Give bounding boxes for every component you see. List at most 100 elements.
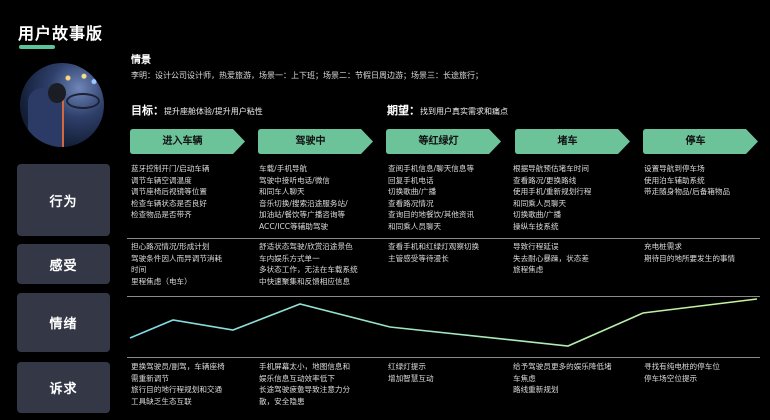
list-item: 调节车辆空调温度: [131, 175, 192, 185]
row-divider: [127, 238, 760, 239]
goal: 目标：提升座舱体验/提升用户粘性: [131, 99, 263, 118]
list-item: 和同乘人员聊天: [513, 198, 567, 208]
list-item: 查看路况/更换路线: [513, 175, 577, 185]
behavior-cell-traffic-jam: 根据导航预估堵车时间 查看路况/更换路线 使用手机/重新规划行程 和同乘人员聊天…: [513, 163, 592, 233]
chevron-shape: [130, 129, 245, 154]
list-item: 时间: [131, 265, 147, 275]
list-item: 检查物品是否带齐: [131, 210, 192, 220]
behavior-cell-parking: 设置导航到停车场 使用泊车辅助系统 带走随身物品/后备箱物品: [644, 163, 730, 198]
feeling-cell-parking: 充电桩需求 期待目的地所要发生的事情: [644, 241, 735, 264]
list-item: 失去耐心暴躁，状态差: [513, 253, 589, 263]
stage-driving: 驾驶中: [258, 129, 373, 154]
appeal-cell-traffic-light: 红绿灯提示 增加智慧互动: [388, 361, 434, 384]
list-item: 根据导航预估堵车时间: [513, 164, 589, 173]
avatar: [20, 63, 104, 147]
list-item: 手机屏幕太小，地图信息和: [259, 362, 351, 371]
stage-enter-vehicle: 进入车辆: [130, 129, 245, 154]
list-item: 工具缺乏生态互联: [131, 396, 192, 406]
stage-label: 停车: [685, 136, 706, 147]
appeal-cell-parking: 寻找有纯电桩的停车位 停车场空位提示: [644, 361, 720, 384]
list-item: 中快速聚集和反馈相应信息: [259, 276, 351, 286]
row-divider: [127, 296, 760, 297]
stage-label: 驾驶中: [295, 136, 326, 147]
list-item: 车焦虑: [513, 373, 536, 383]
appeal-cell-driving: 手机屏幕太小，地图信息和 娱乐信息互动效率低下 长途驾驶疲惫导致注意力分 散，安…: [259, 361, 350, 407]
row-label-feeling: 感受: [17, 244, 110, 284]
list-item: ACC/ICC等辅助驾驶: [259, 221, 329, 231]
list-item: 驾驶条件因人而异调节消耗: [131, 253, 223, 263]
list-item: 检查车辆状态是否良好: [131, 198, 207, 208]
list-item: 给予驾驶员更多的娱乐降低堵: [513, 362, 612, 371]
list-item: 娱乐信息互动效率低下: [259, 373, 335, 383]
list-item: 主管感受等待漫长: [388, 253, 449, 263]
goal-label: 目标：: [131, 104, 164, 117]
list-item: 路线重新规划: [513, 385, 559, 395]
feeling-cell-driving: 舒适状态驾驶/欣赏沿途景色 车内娱乐方式单一 多状态工作，无法在车载系统 中快速…: [259, 241, 358, 287]
city-lights-decoration: [60, 69, 100, 87]
list-item: 里程焦虑（电车）: [131, 276, 192, 286]
list-item: 车内娱乐方式单一: [259, 253, 320, 263]
list-item: 停车场空位提示: [644, 373, 698, 383]
stage-traffic-light: 等红绿灯: [386, 129, 501, 154]
feeling-cell-enter: 担心路况情况/形成计划 驾驶条件因人而异调节消耗 时间 里程焦虑（电车）: [131, 241, 222, 287]
row-label-emotion: 情绪: [17, 293, 110, 352]
chevron-shape: [643, 129, 758, 154]
list-item: 担心路况情况/形成计划: [131, 242, 210, 251]
list-item: 查阅手机信息/聊天信息等: [388, 164, 475, 173]
list-item: 回复手机电话: [388, 175, 434, 185]
list-item: 长途驾驶疲惫导致注意力分: [259, 385, 351, 395]
expectation-label: 期望：: [387, 104, 420, 117]
driver-decoration: [48, 83, 66, 103]
list-item: 更换驾驶员/副驾，车辆座椅: [131, 362, 225, 371]
list-item: 查看路况情况: [388, 198, 434, 208]
list-item: 切换歌曲/广播: [513, 210, 562, 220]
list-item: 蓝牙控制开门/启动车辆: [131, 164, 210, 173]
steering-wheel-decoration: [66, 93, 100, 109]
list-item: 设置导航到停车场: [644, 164, 705, 173]
list-item: 需重新调节: [131, 373, 169, 383]
appeal-cell-enter: 更换驾驶员/副驾，车辆座椅 需重新调节 旅行目的地行程规划和交通 工具缺乏生态互…: [131, 361, 225, 407]
goal-text: 提升座舱体验/提升用户粘性: [164, 107, 263, 116]
list-item: 车载/手机导航: [259, 164, 308, 173]
chevron-shape: [386, 129, 501, 154]
list-item: 舒适状态驾驶/欣赏沿途景色: [259, 242, 353, 251]
list-item: 增加智慧互动: [388, 373, 434, 383]
list-item: 旅程焦虑: [513, 265, 544, 275]
list-item: 和同乘人员聊天: [388, 221, 442, 231]
expectation: 期望：找到用户真实需求和痛点: [387, 99, 508, 118]
stage-label: 等红绿灯: [418, 136, 459, 147]
stage-label: 堵车: [557, 136, 578, 147]
scenario-text: 李明：设计公司设计师，热爱旅游，场景一：上下班；场景二：节假日周边游；场景三：长…: [131, 71, 483, 80]
list-item: 散，安全隐患: [259, 396, 305, 406]
page-title: 用户故事版: [18, 24, 104, 43]
list-item: 加油站/餐饮等广播咨询等: [259, 210, 346, 220]
list-item: 旅行目的地行程规划和交通: [131, 385, 223, 395]
list-item: 切换歌曲/广播: [388, 187, 437, 197]
list-item: 导致行程延误: [513, 242, 559, 251]
list-item: 红绿灯提示: [388, 362, 426, 371]
expectation-text: 找到用户真实需求和痛点: [420, 107, 508, 116]
list-item: 带走随身物品/后备箱物品: [644, 187, 731, 197]
scenario-heading: 情景: [131, 55, 151, 66]
list-item: 使用手机/重新规划行程: [513, 187, 592, 197]
row-label-appeal: 诉求: [17, 362, 110, 413]
list-item: 多状态工作，无法在车载系统: [259, 265, 358, 275]
stage-traffic-jam: 堵车: [515, 129, 630, 154]
behavior-cell-enter: 蓝牙控制开门/启动车辆 调节车辆空调温度 调节座椅后视镜等位置 检查车辆状态是否…: [131, 163, 210, 221]
list-item: 查询目的地餐饮/其他资讯: [388, 210, 475, 220]
chevron-shape: [258, 129, 373, 154]
stage-label: 进入车辆: [162, 136, 203, 147]
appeal-cell-traffic-jam: 给予驾驶员更多的娱乐降低堵 车焦虑 路线重新规划: [513, 361, 612, 396]
title-underline: [19, 45, 55, 49]
list-item: 使用泊车辅助系统: [644, 175, 705, 185]
list-item: 充电桩需求: [644, 242, 682, 251]
list-item: 操纵车技系统: [513, 221, 559, 231]
chevron-shape: [515, 129, 630, 154]
behavior-cell-traffic-light: 查阅手机信息/聊天信息等 回复手机电话 切换歌曲/广播 查看路况情况 查询目的地…: [388, 163, 474, 233]
feeling-cell-traffic-light: 查看手机和红绿灯观察切换 主管感受等待漫长: [388, 241, 479, 264]
list-item: 驾驶中接听电话/微信: [259, 175, 330, 185]
feeling-cell-traffic-jam: 导致行程延误 失去耐心暴躁，状态差 旅程焦虑: [513, 241, 589, 276]
list-item: 期待目的地所要发生的事情: [644, 253, 736, 263]
row-divider: [127, 357, 760, 358]
